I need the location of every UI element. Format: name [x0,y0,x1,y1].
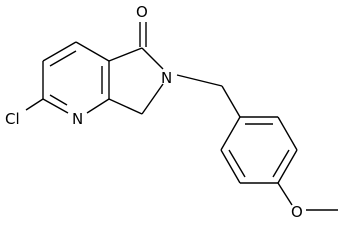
bond-ch2-c7a [108,98,143,115]
atom-label-chlorine: Cl [5,110,20,128]
bond-ar5-ar6-inner [228,149,246,178]
bond-ccl-n-inner [49,94,68,106]
bond-ar6-ar1 [220,116,241,151]
bond-n-benzyl-ch2 [176,74,223,87]
bond-ar3-ar4-inner [272,149,290,178]
structure-canvas: O N N Cl O [5,3,338,221]
bond-c2-c3 [75,41,110,62]
bond-ar3-ar4 [277,149,298,184]
bond-ccl-n [42,98,69,114]
bond-carbonyl-n [141,47,164,70]
molecule-drawing: O N N Cl O [5,3,338,221]
bond-ccl-chlorine [25,98,44,111]
bond-c2-c1 [42,41,77,62]
bond-ar4-o [277,182,293,206]
bond-c3a-carbonyl [108,47,143,62]
bond-ch2-aryl [221,85,241,118]
atom-label-methoxy-oxygen: O [291,203,303,221]
atom-label-carbonyl-oxygen: O [136,3,148,21]
atom-label-layer: O N N Cl O [5,3,303,221]
atom-label-lactam-nitrogen: N [161,69,172,87]
bond-n-ch2-ring [141,83,164,115]
atom-label-pyridine-nitrogen: N [72,110,83,128]
bond-n-c7a [86,98,110,114]
bond-ar2-ar3 [277,116,298,151]
bond-c2-c1-inner [49,50,77,67]
bond-layer [25,22,338,211]
bond-ar5-ar6 [220,149,241,184]
